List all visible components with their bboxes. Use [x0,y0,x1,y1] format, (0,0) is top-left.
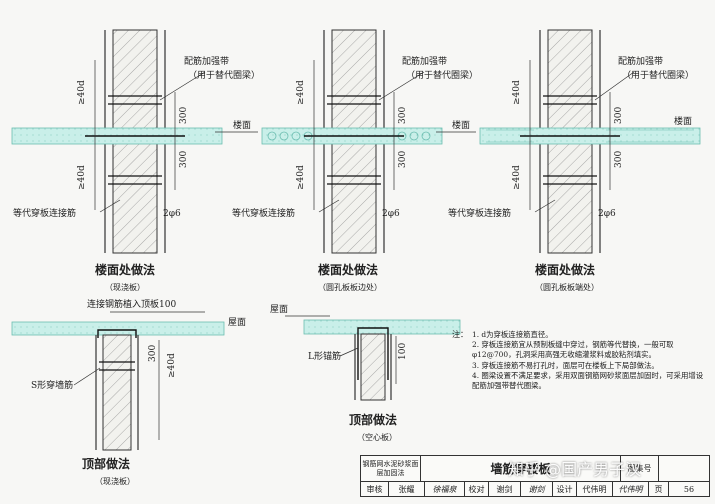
tie-label: 等代穿板连接筋 [13,207,76,219]
s-bar-label: S形穿墙筋 [31,379,73,391]
tb-page-number: 56 [683,484,695,494]
detail-floor-hollow-slab-end: ≥40d ≥40d 300 300 配筋加强带 （用于替代圈梁） 楼面 等代穿板… [448,29,701,292]
hollow-roof-slab [303,319,461,335]
detail-title: 楼面处做法 [95,262,155,277]
detail-title: 楼面处做法 [318,262,378,277]
drawing-title: 墙筋穿楼板 [421,456,621,482]
tb-checker-sign: 谢剑 [521,482,553,496]
detail-title: 顶部做法 [349,412,397,427]
detail-subtitle: （空心板） [357,432,397,442]
s-shaped-bar [97,329,137,338]
detail-subtitle: （圆孔板板边处） [318,282,382,292]
category-cell: 钢筋网水泥砂浆面层加固法 [361,456,421,482]
roof-slab [11,321,225,336]
tie-label: 等代穿板连接筋 [448,207,511,219]
tb-reviewer-sign: 徐福泉 [425,482,465,496]
notes-heading: 注： [452,330,468,339]
tb-check-label: 校对 [465,482,489,496]
dim-40d: ≥40d [167,353,177,378]
slab-end-joints [486,129,694,143]
dim-40d-top: ≥40d [512,80,522,105]
detail-roof-cast-slab: 300 ≥40d 连接钢筋植入顶板100 屋面 S形穿墙筋 顶部做法 （现浇板） [11,298,246,486]
detail-floor-cast-slab: ≥40d ≥40d 300 300 配筋加强带 （用于替代圈梁） 楼面 等代穿板… [11,29,260,292]
tb-designer: 代伟明 [577,482,613,496]
tb-page-label: 页 [649,482,669,496]
wall-section [360,333,386,401]
tb-review-label: 审核 [361,482,389,496]
detail-subtitle: （现浇板） [95,476,135,486]
dim-40d-top: ≥40d [296,80,306,105]
bar-label: 2φ6 [598,209,616,219]
dim-300-bottom: 300 [614,151,624,168]
band-label: 配筋加强带 [184,55,229,67]
atlas-label: 图集号 [621,456,659,482]
wall-section [102,334,132,451]
anchor-label: 连接钢筋植入顶板100 [87,298,176,310]
dim-40d-bottom: ≥40d [512,165,522,190]
bar-label: 2φ6 [163,209,181,219]
l-bar-label: L形锚筋 [308,350,341,362]
note-item: 3. 穿板连接筋不易打孔时，面层可在楼板上下局部做法。 [472,360,659,370]
roof-label: 屋面 [228,317,246,328]
band-note: （用于替代圈梁） [406,69,478,81]
tb-designer-sign: 代伟明 [613,482,649,496]
notes-block: 注： 1. d为穿板连接筋直径。 2. 穿板连接筋宜从预制板缝中穿过，钢筋等代替… [452,330,704,391]
band-label: 配筋加强带 [402,55,447,67]
reinforcing-band-bars [99,361,135,371]
reinforcing-band-bars [327,95,381,185]
band-note: （用于替代圈梁） [188,69,260,81]
reinforcing-band-bars [543,95,597,185]
dim-300-top: 300 [179,107,189,124]
band-label: 配筋加强带 [618,55,663,67]
detail-title: 楼面处做法 [535,262,595,277]
tie-label: 等代穿板连接筋 [232,207,295,219]
tb-design-label: 设计 [553,482,577,496]
dim-100: 100 [398,343,408,360]
bar-label: 2φ6 [382,209,400,219]
note-item: 4. 圈梁设置不满足要求，采用双面钢筋网砂浆面层加固时，可采用增设配筋加强带替代… [472,370,704,391]
dim-40d-bottom: ≥40d [77,165,87,190]
band-note: （用于替代圈梁） [622,69,694,81]
roof-label: 屋面 [270,304,288,315]
floor-label: 楼面 [674,115,692,127]
dim-40d-bottom: ≥40d [296,165,306,190]
note-item: 1. d为穿板连接筋直径。 [472,330,553,339]
dim-300-bottom: 300 [398,151,408,168]
dim-300-bottom: 300 [179,151,189,168]
tb-reviewer: 张耀 [389,482,425,496]
tb-checker: 谢剑 [489,482,521,496]
atlas-value [659,456,709,482]
watermark: 知乎 @国产男子汉 [508,460,642,479]
dim-300-top: 300 [614,107,624,124]
floor-label: 楼面 [233,119,251,131]
hollow-cores [267,131,431,141]
l-anchor-bar [357,327,389,380]
dim-40d-top: ≥40d [77,80,87,105]
detail-floor-hollow-slab-edge: ≥40d ≥40d 300 300 配筋加强带 （用于替代圈梁） 楼面 等代穿板… [232,29,478,292]
detail-subtitle: （现浇板） [105,282,145,292]
detail-subtitle: （圆孔板板端处） [535,282,599,292]
dim-300: 300 [148,345,158,362]
title-block: 钢筋网水泥砂浆面层加固法 墙筋穿楼板 图集号 审核 张耀 徐福泉 校对 谢剑 谢… [360,455,710,497]
detail-title: 顶部做法 [82,456,130,471]
note-item: 2. 穿板连接筋宜从预制板缝中穿过，钢筋等代替换，一般可取φ12@700，孔洞采… [472,340,674,360]
dim-300-top: 300 [398,107,408,124]
detail-roof-hollow-slab: 100 屋面 L形锚筋 顶部做法 （空心板） [270,304,461,442]
floor-label: 楼面 [452,119,470,131]
reinforcing-band-bars [108,95,162,185]
